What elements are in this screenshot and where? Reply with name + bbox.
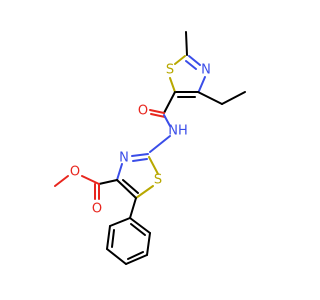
ester-group bbox=[54, 175, 118, 200]
bond-o-methyl bbox=[54, 175, 69, 187]
bond-carbonyl-o bbox=[149, 109, 165, 114]
bond-ph-1 bbox=[109, 217, 131, 227]
atom-n-lower: N bbox=[119, 151, 129, 166]
bond-c5-carbonyl bbox=[163, 91, 176, 114]
bond-ph-6 bbox=[129, 217, 151, 234]
bond-s1-c2-lower bbox=[148, 156, 159, 175]
bond-c2-n3-lower-double bbox=[132, 158, 148, 162]
bond-s1-c2 bbox=[174, 55, 186, 65]
bond-ph-double-2 bbox=[127, 251, 144, 260]
atom-s-upper: S bbox=[166, 63, 174, 78]
bond-c5-s1-lower bbox=[135, 185, 154, 199]
phenyl-ring bbox=[106, 197, 151, 265]
bond-ethyl-2 bbox=[221, 91, 246, 105]
bond-n3-c4 bbox=[198, 76, 206, 92]
bond-carbonyl-nh bbox=[163, 114, 171, 127]
atom-nh: NH bbox=[168, 124, 188, 139]
bond-c2-n3-lower bbox=[131, 153, 149, 157]
bond-c4-ester-c bbox=[98, 179, 118, 185]
bond-ph-4 bbox=[125, 254, 148, 265]
atom-labels: S N O NH N S O O bbox=[70, 63, 211, 217]
bond-c5-s1 bbox=[169, 77, 176, 93]
molecule-diagram: S N O NH N S O O bbox=[54, 31, 246, 265]
bond-c5-phenyl bbox=[129, 197, 137, 219]
bond-carbonyl-o-double bbox=[150, 113, 166, 118]
ethyl-group bbox=[197, 91, 246, 105]
bond-ph-double-1 bbox=[111, 229, 115, 248]
atom-o-ester-single: O bbox=[70, 165, 80, 180]
bond-nh-c2lower bbox=[149, 135, 171, 153]
bond-ph-double-3 bbox=[130, 223, 146, 236]
atom-s-lower: S bbox=[154, 173, 162, 188]
bond-ethyl-1 bbox=[197, 91, 223, 105]
bond-n3-c4-lower bbox=[116, 163, 123, 181]
bond-c2-n3-double bbox=[185, 60, 197, 70]
bond-ph-2 bbox=[106, 225, 111, 250]
lower-thiazole-ring bbox=[116, 153, 159, 199]
bond-ester-c-o-single bbox=[81, 175, 100, 185]
upper-thiazole-ring bbox=[169, 55, 206, 98]
atom-n-upper: N bbox=[201, 63, 211, 78]
bond-c2-n3 bbox=[188, 55, 201, 66]
bond-c4-c5-lower bbox=[116, 179, 137, 199]
bond-methyl bbox=[185, 31, 188, 56]
bond-ph-3 bbox=[106, 248, 127, 265]
bond-c4-c5-lower-double bbox=[122, 179, 139, 194]
amide-group bbox=[149, 91, 176, 153]
atom-o-carbonyl-amide: O bbox=[138, 104, 148, 119]
bond-ph-5 bbox=[146, 232, 151, 256]
atom-o-ester-carbonyl: O bbox=[92, 202, 102, 217]
structure-canvas: S N O NH N S O O bbox=[54, 31, 246, 265]
